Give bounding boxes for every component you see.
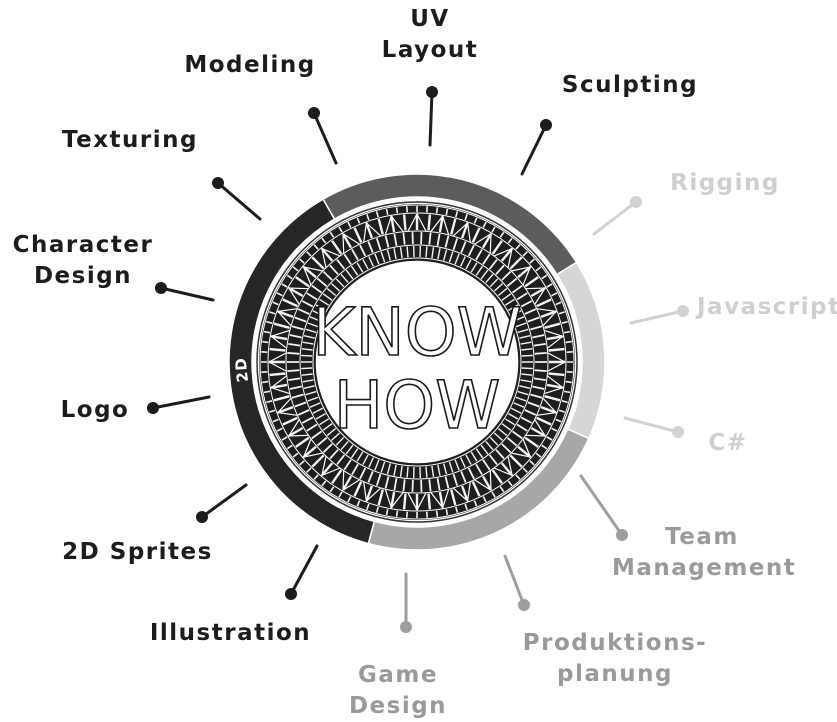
skill-label-2d-sprites: 2D Sprites [55,537,220,568]
connector-dot-uv-layout [426,86,438,98]
skill-label-line: Layout [381,37,479,63]
skill-label-line: Design [33,263,133,289]
connector-dot-game-design [400,621,412,633]
connector-line-javascript [629,309,685,325]
skill-label-uv-layout: UV Layout [370,4,490,66]
svg-text:2D: 2D [232,357,252,384]
connector-dot-modeling [308,107,320,119]
connector-dot-logo [147,402,159,414]
connector-dot-texturing [212,177,224,189]
skill-label-line: Rigging [670,170,780,196]
connector-line-uv-layout [428,90,434,147]
connector-dot-team-management [616,529,628,541]
skill-label-game-design: Game Design [338,660,458,722]
ornament-circle-1 [267,212,567,512]
connector-line-sculpting [520,123,548,176]
skill-label-team-management: Team Management [612,522,797,584]
skill-label-line: Texturing [61,127,198,153]
skill-label-illustration: Illustration [148,618,313,649]
connector-line-texturing [216,181,262,221]
connector-dot-sculpting [540,119,552,131]
connector-line-illustration [289,544,319,596]
connector-lines [147,86,689,633]
connector-dot-produktionsplanung [518,599,530,611]
ornament-ring-2 [287,232,547,492]
segment-label-2d: 2D [232,357,251,384]
skill-label-line: Character [12,232,154,258]
connector-line-team-management [579,474,624,537]
connector-dot-csharp [672,426,684,438]
skill-label-logo: Logo [55,395,135,426]
skill-label-line: Illustration [149,620,312,646]
center-text-how: HOW [334,367,501,444]
connector-dot-rigging [630,196,642,208]
skill-label-line: Sculpting [561,72,699,98]
connector-dot-illustration [285,588,297,600]
connector-dot-character-design [155,282,167,294]
ornament-ring-3 [301,245,533,479]
ornament-ring-0 [261,206,573,518]
skill-label-rigging: Rigging [665,168,785,199]
ornament-circle-4 [312,257,522,467]
skill-label-texturing: Texturing [55,125,205,156]
skill-label-character-design: Character Design [3,230,163,292]
skill-label-line: Produktions- [522,630,708,656]
connector-line-csharp [623,416,680,434]
svg-text:Script: Script [610,334,632,394]
connector-line-2d-sprites [200,483,248,519]
connector-dot-2d-sprites [196,511,208,523]
connector-dot-javascript [677,305,689,317]
skill-label-line: Game [358,662,438,688]
connector-line-character-design [159,286,215,302]
skill-label-line: UV [410,6,450,32]
category-ring [228,173,606,551]
inner-border-circle [256,201,578,523]
skill-label-line: Logo [60,397,130,423]
ornament-circle-0 [259,204,575,520]
skill-label-line: Management [612,555,797,581]
connector-line-rigging [592,200,638,236]
skill-label-csharp: C# [698,428,758,459]
connector-line-produktionsplanung [503,554,526,607]
segment-label-script: Script [610,334,631,394]
skill-label-line: Modeling [184,52,316,78]
center-text-know: KNOW [312,294,522,371]
skill-label-line: planung [557,661,673,687]
ornament-petals [267,212,567,512]
skill-label-sculpting: Sculpting [555,70,705,101]
ornament-circle-2 [285,230,549,494]
skill-label-javascript: Javascript [697,292,837,323]
skill-label-line: Team [665,524,739,550]
skill-label-modeling: Modeling [180,50,320,81]
center-disc [314,259,520,465]
skill-label-line: Design [348,693,448,719]
skill-label-line: C# [708,430,748,456]
skill-label-produktionsplanung: Produktions- planung [520,628,710,690]
segment-label-3d: 3D [467,152,495,176]
ornament-circle-3 [299,244,535,480]
connector-line-modeling [312,111,338,165]
skill-label-line: 2D Sprites [62,539,213,565]
center-title: KNOW HOW [311,293,522,445]
ornament-ring-1 [269,214,565,510]
skill-label-line: Javascript [697,294,837,320]
connector-line-logo [151,395,211,410]
svg-text:3D: 3D [467,152,496,176]
